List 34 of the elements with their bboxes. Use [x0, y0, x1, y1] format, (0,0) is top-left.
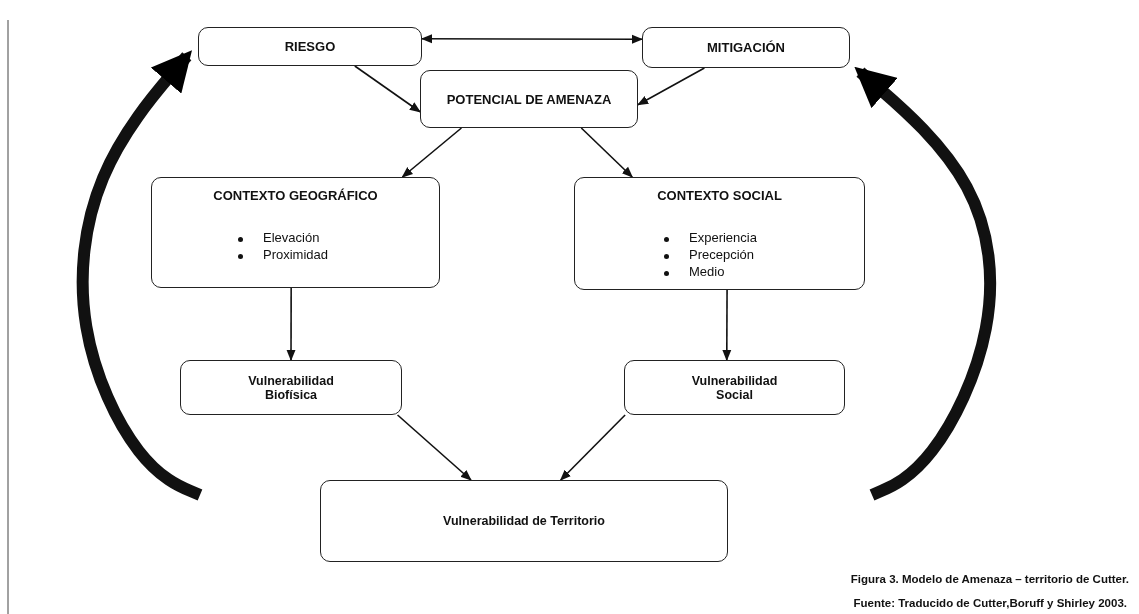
box-title: Vulnerabilidad de Territorio: [443, 514, 605, 528]
figure-caption: Figura 3. Modelo de Amenaza – territorio de Cutter.: [850, 573, 1129, 585]
source-note: Fuente: Traducido de Cutter,Boruff y Shirley 2003.: [853, 597, 1127, 609]
arrow: [286, 287, 296, 362]
box-title: RIESGO: [284, 39, 336, 54]
rounded-box: [198, 27, 422, 66]
list-item: Precepción: [689, 247, 755, 262]
curved-arrow: [854, 66, 997, 501]
list-item: Experiencia: [689, 230, 757, 245]
rounded-box: [320, 480, 728, 562]
box-title: POTENCIAL DE AMENAZA: [446, 91, 612, 107]
arrow: [580, 127, 633, 178]
box-title: Vulnerabilidad Social: [690, 373, 779, 402]
list-item: Proximidad: [263, 247, 329, 262]
rounded-box: [420, 70, 638, 128]
arrow: [420, 34, 644, 44]
arrow: [354, 65, 421, 113]
arrow: [396, 414, 472, 481]
rounded-box: [624, 360, 845, 415]
rounded-box: [180, 360, 402, 415]
arrow: [637, 67, 706, 106]
arrow: [401, 127, 463, 178]
box-title: MITIGACIÓN: [707, 40, 785, 55]
box-title: Vulnerabilidad Biofísica: [247, 373, 335, 402]
arrow: [559, 414, 626, 481]
rounded-box: [574, 177, 865, 290]
curved-arrow: [76, 50, 203, 501]
rounded-box: [151, 177, 440, 288]
box-title: CONTEXTO GEOGRÁFICO: [212, 188, 379, 203]
list-item: Elevación: [263, 230, 320, 245]
list-item: Medio: [689, 264, 725, 279]
rounded-box: [642, 27, 850, 68]
box-title: CONTEXTO SOCIAL: [656, 188, 783, 203]
arrow: [722, 289, 732, 362]
